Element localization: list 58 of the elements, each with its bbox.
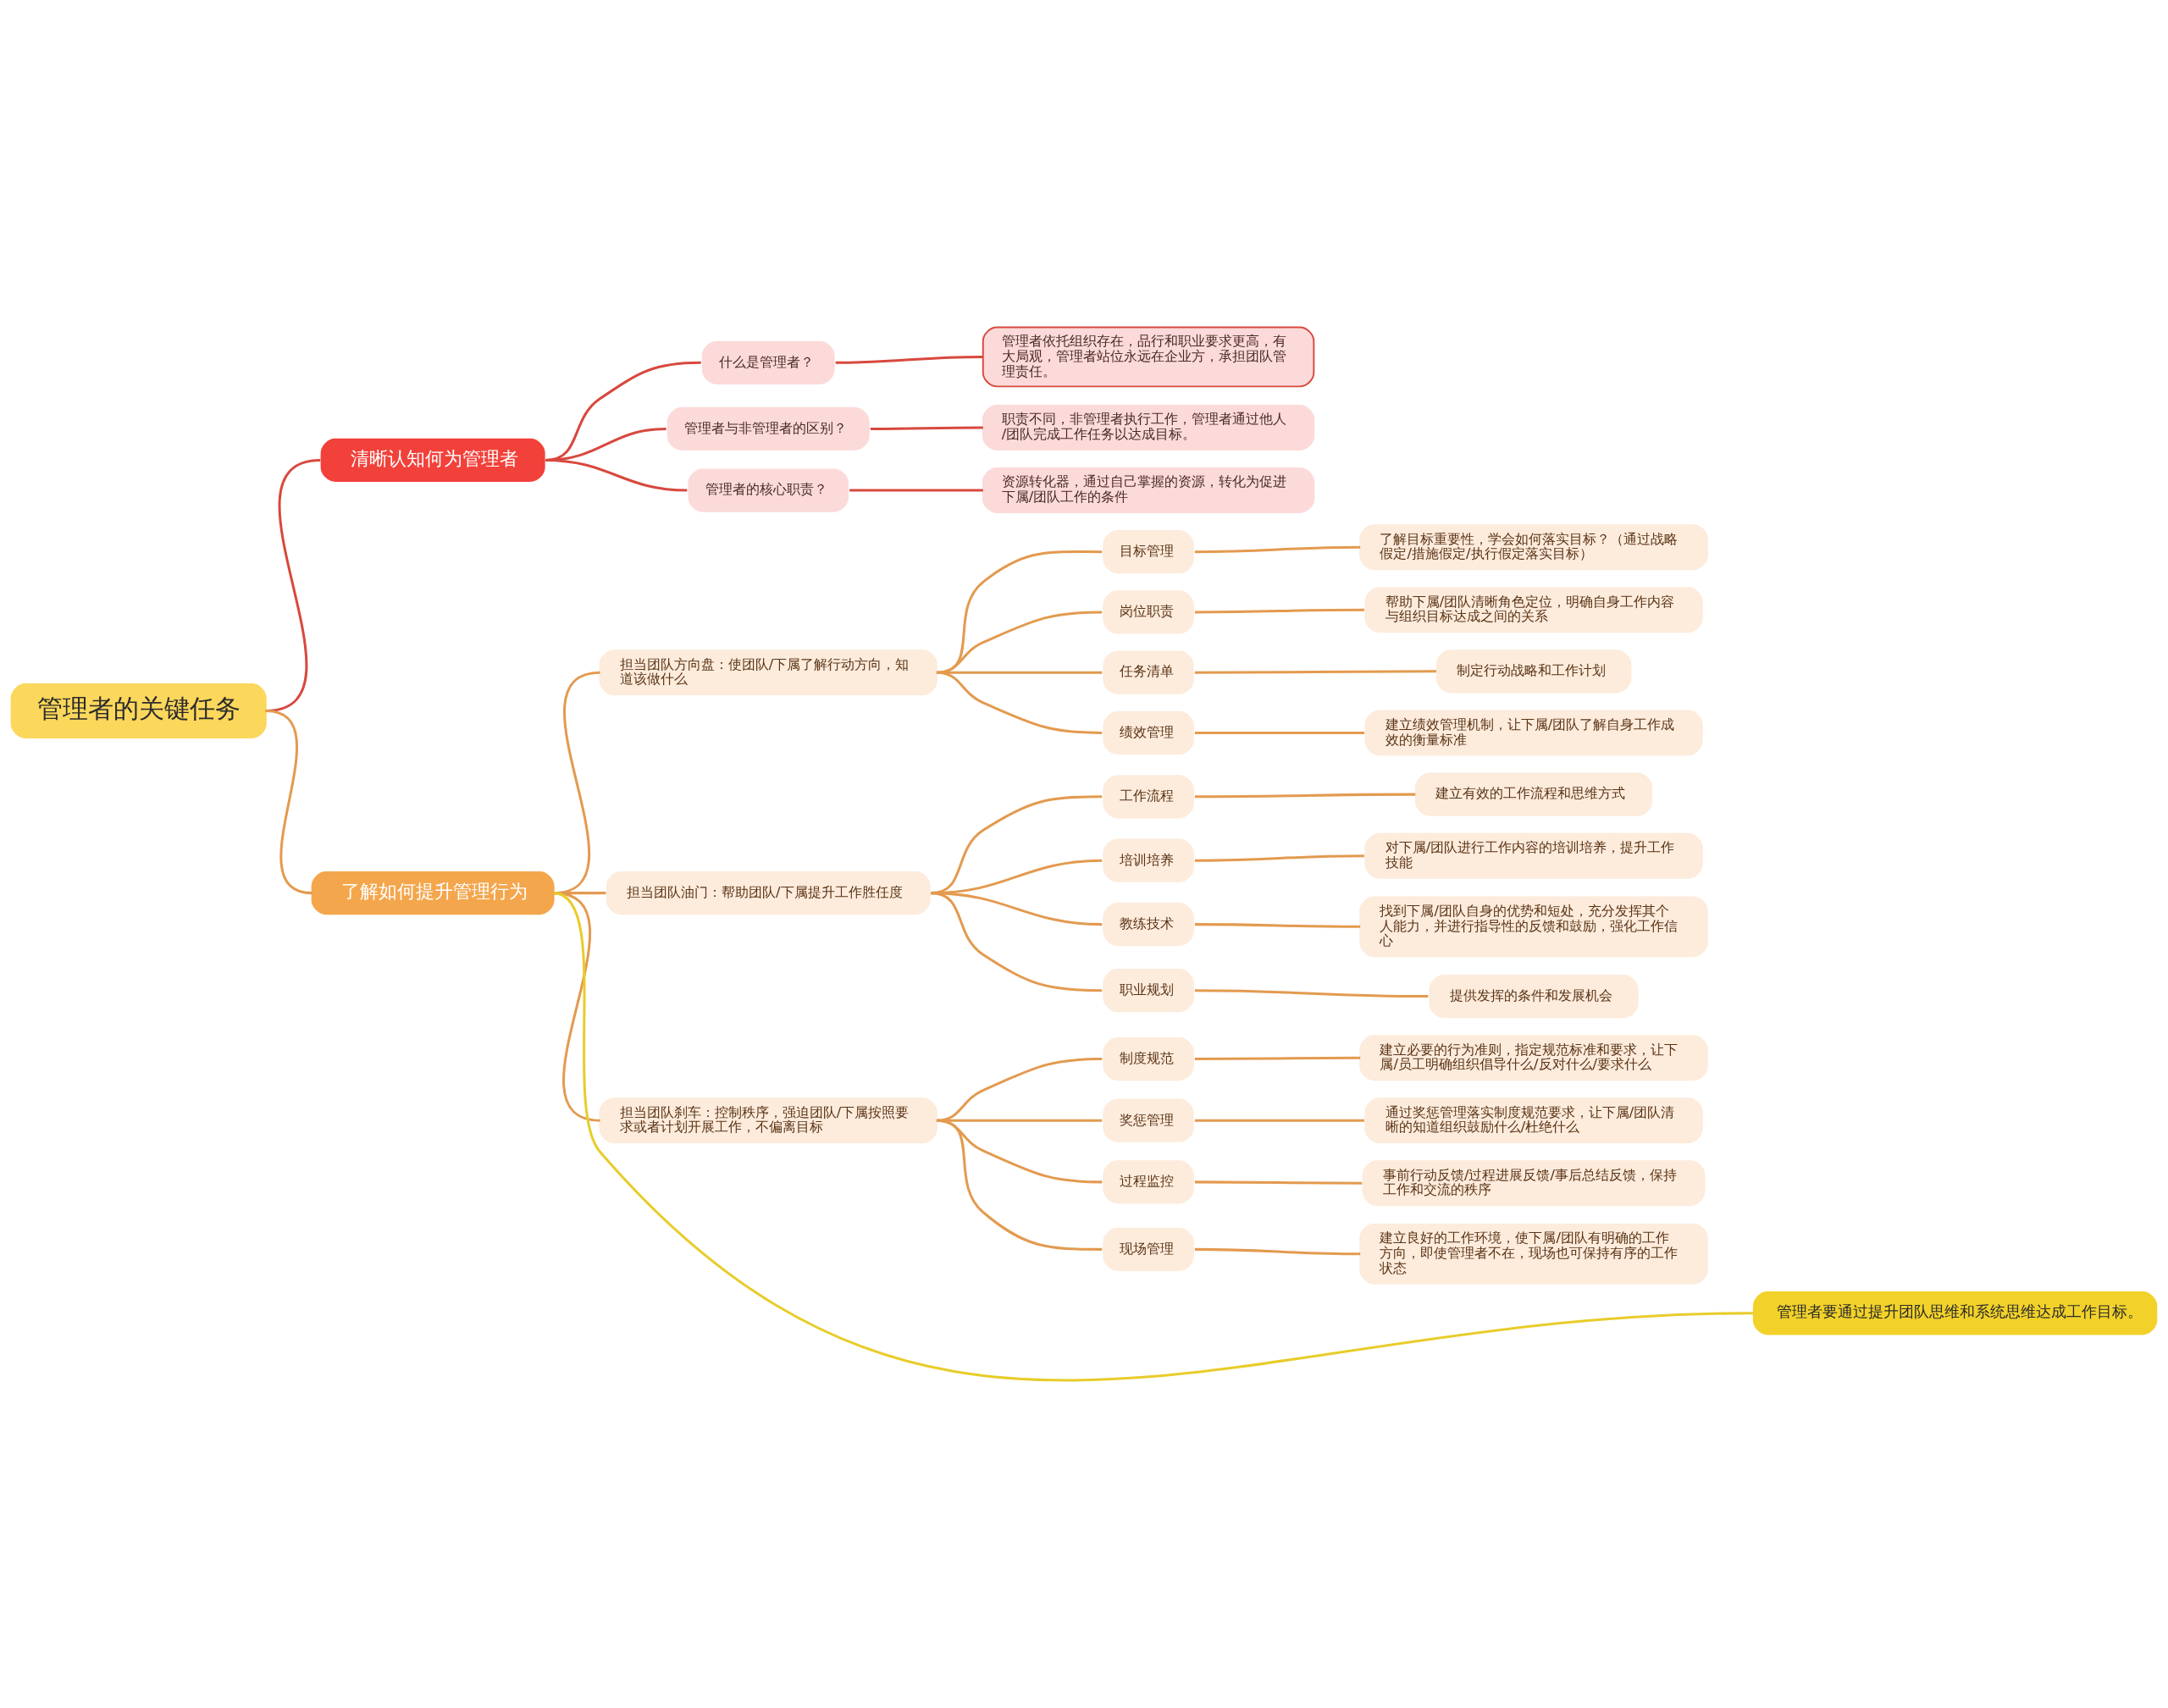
node-box: 通过奖惩管理落实制度规范要求，让下属/团队清晰的知道组织鼓励什么/杜绝什么 [1364, 1097, 1703, 1144]
connector [1194, 989, 1429, 998]
node-box: 绩效管理 [1103, 710, 1194, 755]
node-box: 职责不同，非管理者执行工作，管理者通过他人/团队完成工作任务以达成目标。 [982, 405, 1315, 451]
node-box: 资源转化器，通过自己掌握的资源，转化为促进下属/团队工作的条件 [982, 467, 1315, 514]
connector [936, 671, 1103, 734]
connector [1194, 1056, 1361, 1061]
node-box: 了解如何提升管理行为 [311, 871, 555, 915]
connector [1194, 854, 1364, 862]
node-box: 建立必要的行为准则，指定规范标准和要求，让下属/员工明确组织倡导什么/反对什么/要求什么 [1359, 1035, 1708, 1081]
connector [1194, 545, 1361, 554]
node-box: 担当团队方向盘：使团队/下属了解行动方向，知道该做什么 [599, 649, 937, 696]
node-box: 提供发挥的条件和发展机会 [1429, 974, 1639, 1019]
connector [553, 892, 1754, 1381]
node-box: 管理者的核心职责？ [688, 468, 849, 512]
node-box: 管理者的关键任务 [10, 683, 267, 738]
connector [265, 709, 312, 895]
connector [930, 892, 1103, 992]
node-box: 帮助下属/团队清晰角色定位，明确自身工作内容与组织目标达成之间的关系 [1364, 587, 1703, 633]
connector [849, 489, 983, 492]
node-box: 担当团队刹车：控制秩序，强迫团队/下属按照要求或者计划开展工作，不偏离目标 [599, 1097, 937, 1144]
node-box: 岗位职责 [1103, 590, 1194, 634]
node-box: 管理者依托组织存在，品行和职业要求更高，有大局观，管理者站位永远在企业方，承担团队管理责任。 [982, 326, 1315, 388]
connector [1194, 1180, 1363, 1185]
connector [936, 1119, 1103, 1251]
node-box: 建立绩效管理机制，让下属/团队了解自身工作成效的衡量标准 [1364, 710, 1703, 756]
node-box: 培训培养 [1103, 838, 1194, 882]
node-box: 建立良好的工作环境，使下属/团队有明确的工作方向，即使管理者不在，现场也可保持有序的工作状态 [1359, 1223, 1708, 1285]
node-box: 目标管理 [1103, 530, 1194, 574]
node-box: 过程监控 [1103, 1160, 1194, 1204]
node-box: 教练技术 [1103, 903, 1194, 947]
connector [1194, 793, 1416, 799]
node-box: 事前行动反馈/过程进展反馈/事后总结反馈，保持工作和交流的秩序 [1362, 1160, 1706, 1207]
node-box: 找到下属/团队自身的优势和短处，充分发挥其个人能力，并进行指导性的反馈和鼓励，强化工作信心 [1359, 896, 1708, 958]
node-box: 担当团队油门：帮助团队/下属提升工作胜任度 [606, 871, 931, 915]
node-box: 职业规划 [1103, 969, 1194, 1013]
connector [1194, 670, 1436, 674]
connector [835, 355, 983, 364]
node-box: 管理者与非管理者的区别？ [666, 406, 870, 451]
node-box: 清晰认知何为管理者 [320, 438, 545, 483]
node-box: 了解目标重要性，学会如何落实目标？（通过战略假定/措施假定/执行假定落实目标） [1359, 524, 1708, 571]
connector [870, 426, 983, 430]
node-box: 管理者要通过提升团队思维和系统思维达成工作目标。 [1752, 1291, 2158, 1335]
node-box: 什么是管理者？ [701, 340, 835, 384]
connector [1194, 1119, 1364, 1122]
node-box: 任务清单 [1103, 650, 1194, 694]
node-box: 建立有效的工作流程和思维方式 [1415, 772, 1653, 816]
connector [1194, 731, 1364, 734]
connector [1194, 923, 1361, 928]
node-box: 制度规范 [1103, 1037, 1194, 1081]
node-box: 奖惩管理 [1103, 1098, 1194, 1142]
node-box: 对下属/团队进行工作内容的培训培养，提升工作技能 [1364, 832, 1703, 879]
connector [1194, 608, 1364, 614]
node-box: 工作流程 [1103, 775, 1194, 819]
node-box: 制定行动战略和工作计划 [1435, 649, 1632, 694]
connector [1194, 1247, 1361, 1256]
node-box: 现场管理 [1103, 1227, 1194, 1271]
connector [545, 458, 688, 492]
